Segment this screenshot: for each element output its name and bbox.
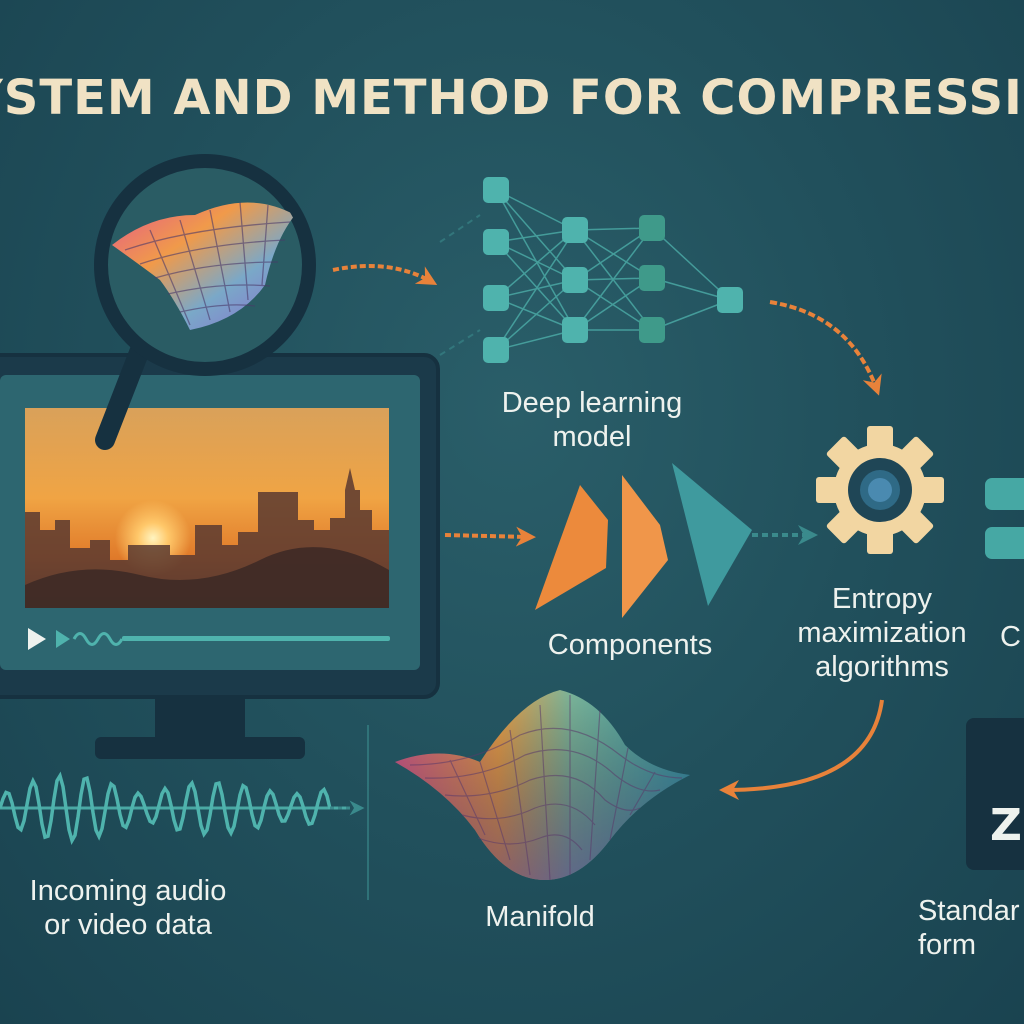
gear-icon [816, 426, 944, 554]
network-node [562, 317, 588, 343]
zip-letter: Z [990, 800, 1022, 851]
network-node [717, 287, 743, 313]
magnifier-icon [94, 154, 316, 450]
network-node [483, 229, 509, 255]
network-node [639, 317, 665, 343]
player-wave-icon [72, 632, 124, 646]
label-standard: Standar form [918, 895, 1020, 961]
arrow-to-network [332, 264, 438, 285]
arrow-to-manifold [719, 699, 884, 800]
city-sunset-image [25, 408, 389, 608]
network-node [483, 337, 509, 363]
network-node [562, 217, 588, 243]
progress-track[interactable] [122, 636, 390, 641]
neural-network-icon [439, 177, 743, 363]
network-node [639, 215, 665, 241]
label-incoming: Incoming audio or video data [29, 875, 227, 941]
zip-file-icon: Z [966, 718, 1024, 870]
label-entropy: Entropy maximization algorithms [797, 583, 967, 683]
manifold-icon [395, 690, 690, 881]
components-icon [535, 463, 752, 618]
label-deep-learning: Deep learning model [501, 387, 683, 453]
arrow-to-components [444, 526, 536, 547]
page-title: YSTEM AND METHOD FOR COMPRESSION [0, 70, 1024, 126]
play-icon[interactable] [28, 628, 46, 650]
label-cut-c: C [1000, 621, 1021, 653]
waveform-icon [0, 725, 369, 900]
network-node [639, 265, 665, 291]
play-secondary-icon [56, 630, 70, 648]
label-components: Components [547, 629, 713, 661]
monitor-icon [0, 353, 440, 759]
network-node [483, 177, 509, 203]
network-node [562, 267, 588, 293]
network-node [483, 285, 509, 311]
compressed-blocks-icon [985, 478, 1024, 559]
arrow-to-gear [769, 300, 882, 396]
label-manifold: Manifold [485, 901, 595, 933]
